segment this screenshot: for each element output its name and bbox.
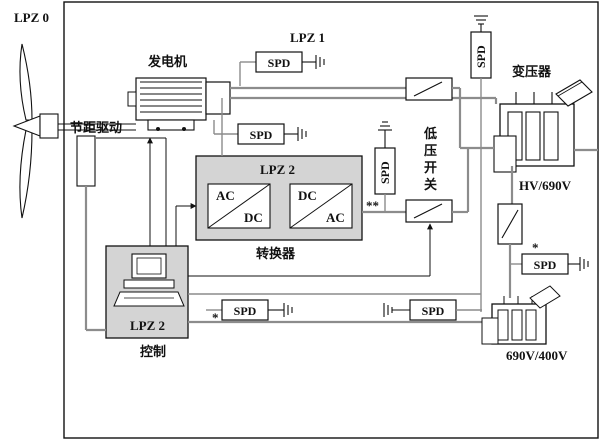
spd-aux-lower-label: SPD <box>422 304 445 318</box>
ac-dc-cell <box>207 183 271 229</box>
spd-generator-lower-label: SPD <box>250 128 273 142</box>
transformer-icon <box>493 79 593 173</box>
aux-transformer-icon <box>481 285 561 345</box>
lv-switch-char-2: 压 <box>424 143 437 158</box>
cell-left-top: AC <box>216 188 235 203</box>
turbine-rotor <box>12 43 59 219</box>
ground-icon <box>579 257 589 271</box>
lv-switch-char-1: 低 <box>423 126 437 141</box>
spd-aux-right-label: SPD <box>534 258 557 272</box>
right-switch-blade <box>501 209 519 239</box>
computer-icon <box>113 253 185 307</box>
converter-lpz2-label: LPZ 2 <box>260 162 295 177</box>
spd-transformer-vertical-label: SPD <box>474 45 488 68</box>
generator-label: 发电机 <box>147 54 187 69</box>
transformer-label: 变压器 <box>512 64 552 79</box>
ground-icon <box>297 127 307 141</box>
ground-icon <box>474 15 488 32</box>
dc-ac-cell <box>289 183 353 229</box>
lpz0-label: LPZ 0 <box>14 10 49 25</box>
pitch-drive-box <box>76 135 96 187</box>
ground-icon <box>315 55 325 69</box>
lpz1-label: LPZ 1 <box>290 30 325 45</box>
control-label: 控制 <box>140 344 166 359</box>
control-lpz2-label: LPZ 2 <box>130 318 165 333</box>
ground-icon <box>378 121 392 148</box>
spd-control-lower-label: SPD <box>234 304 257 318</box>
lv-switch-char-4: 关 <box>424 177 437 192</box>
ground-icon <box>283 303 293 317</box>
spd-converter-vertical-label: SPD <box>378 161 392 184</box>
asterisk-mark-right: * <box>532 240 539 255</box>
lower-switch-blade <box>413 203 443 219</box>
double-asterisk-mark: ** <box>366 198 379 213</box>
upper-switch-blade <box>413 81 443 97</box>
transformer-rating: HV/690V <box>519 178 572 193</box>
spd-generator-top-label: SPD <box>268 56 291 70</box>
ground-icon <box>383 303 393 317</box>
cell-left-bottom: DC <box>244 210 263 225</box>
asterisk-mark-lower: * <box>212 310 219 325</box>
lpz1-boundary <box>63 1 599 439</box>
cell-right-top: DC <box>298 188 317 203</box>
pitch-drive-label: 节距驱动 <box>70 120 122 135</box>
cell-right-bottom: AC <box>326 210 345 225</box>
lv-switch-char-3: 开 <box>424 160 437 175</box>
generator-icon <box>127 77 231 131</box>
converter-label: 转换器 <box>256 246 296 261</box>
aux-transformer-rating: 690V/400V <box>506 348 568 363</box>
